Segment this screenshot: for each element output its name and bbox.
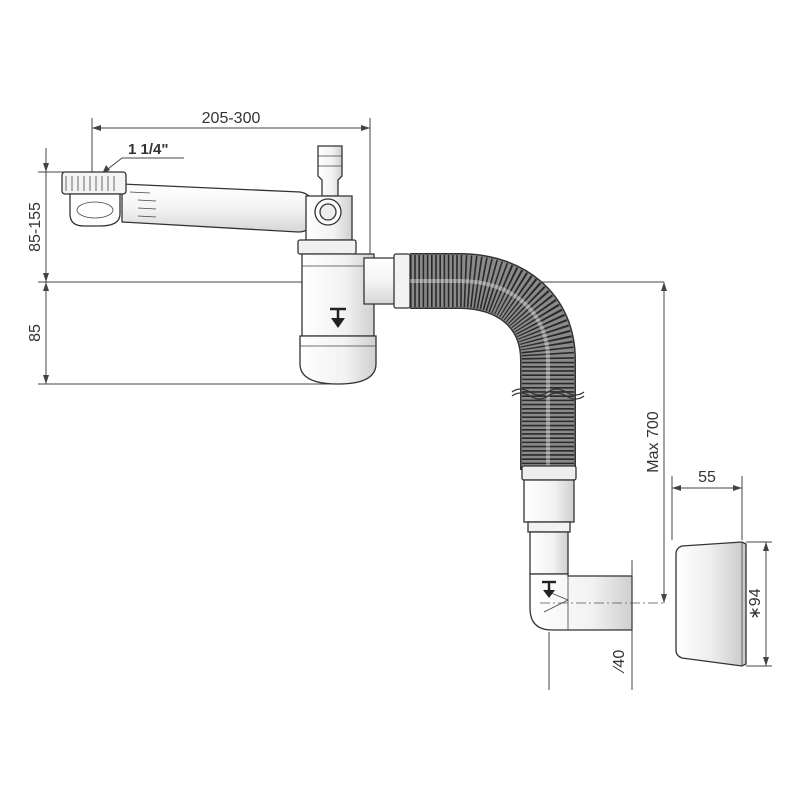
hose-end-nut [521, 465, 577, 481]
pipe-collar [527, 521, 571, 533]
dimension-max-length: Max 700 [645, 282, 667, 603]
pipe-diameter-label: ∕40 [611, 650, 628, 675]
thread-size-label: 1 1/4" [128, 141, 168, 158]
bottle-trap [299, 253, 377, 385]
spigot-pipe [363, 257, 399, 305]
spigot-nut [393, 253, 411, 309]
arm-detail [137, 207, 157, 210]
arrowhead [43, 163, 49, 172]
collar-body [675, 541, 747, 667]
arm-detail [137, 199, 157, 202]
outlet-spigot [363, 253, 411, 309]
height-range-label: 85-155 [27, 202, 44, 252]
overflow-arm [121, 183, 313, 233]
tap-symbol-icon [542, 580, 556, 598]
connector-nut [297, 239, 357, 255]
vertical-pipe [529, 531, 569, 575]
hose-highlight [410, 279, 550, 470]
dimension-width: 205-300 [91, 110, 371, 282]
elbow-body [529, 573, 633, 631]
flexible-hose [410, 253, 585, 470]
arrowhead [672, 485, 681, 491]
hose-tail [317, 145, 343, 197]
basin-waste [61, 171, 127, 227]
arrowhead [733, 485, 742, 491]
width-range-label: 205-300 [202, 110, 261, 127]
arm-tube [121, 183, 313, 233]
tap-symbol-icon [330, 307, 346, 328]
wall-collar [675, 541, 747, 667]
thread-callout: 1 1/4" [102, 141, 184, 174]
break-line [511, 388, 585, 396]
dimension-collar-depth: 55 [671, 469, 743, 540]
arrowhead [43, 282, 49, 291]
arrowhead [43, 375, 49, 384]
arrowhead [763, 657, 769, 666]
arrowhead [661, 594, 667, 603]
hose-end-cuff [523, 479, 575, 523]
arrowhead [361, 125, 370, 131]
hose-corrugation [410, 255, 574, 470]
lower-pipe: ∕40 [521, 465, 664, 690]
arm-detail [129, 191, 151, 194]
waste-body [69, 193, 121, 227]
break-line [511, 392, 585, 400]
arm-detail [137, 215, 157, 218]
collar-depth-label: 55 [698, 469, 716, 486]
collar-diameter-label: ∗94 [747, 588, 764, 619]
lower-height-label: 85 [27, 324, 44, 342]
dimension-collar-diameter: ∗94 [746, 541, 772, 667]
arrowhead [763, 542, 769, 551]
trap-bowl [299, 335, 377, 385]
overflow-port-inner [319, 203, 337, 221]
arrowhead [661, 282, 667, 291]
max-length-label: Max 700 [645, 411, 662, 472]
arrowhead [92, 125, 101, 131]
waste-outlet [76, 201, 114, 219]
upper-connector [297, 145, 357, 255]
arrowhead [43, 273, 49, 282]
